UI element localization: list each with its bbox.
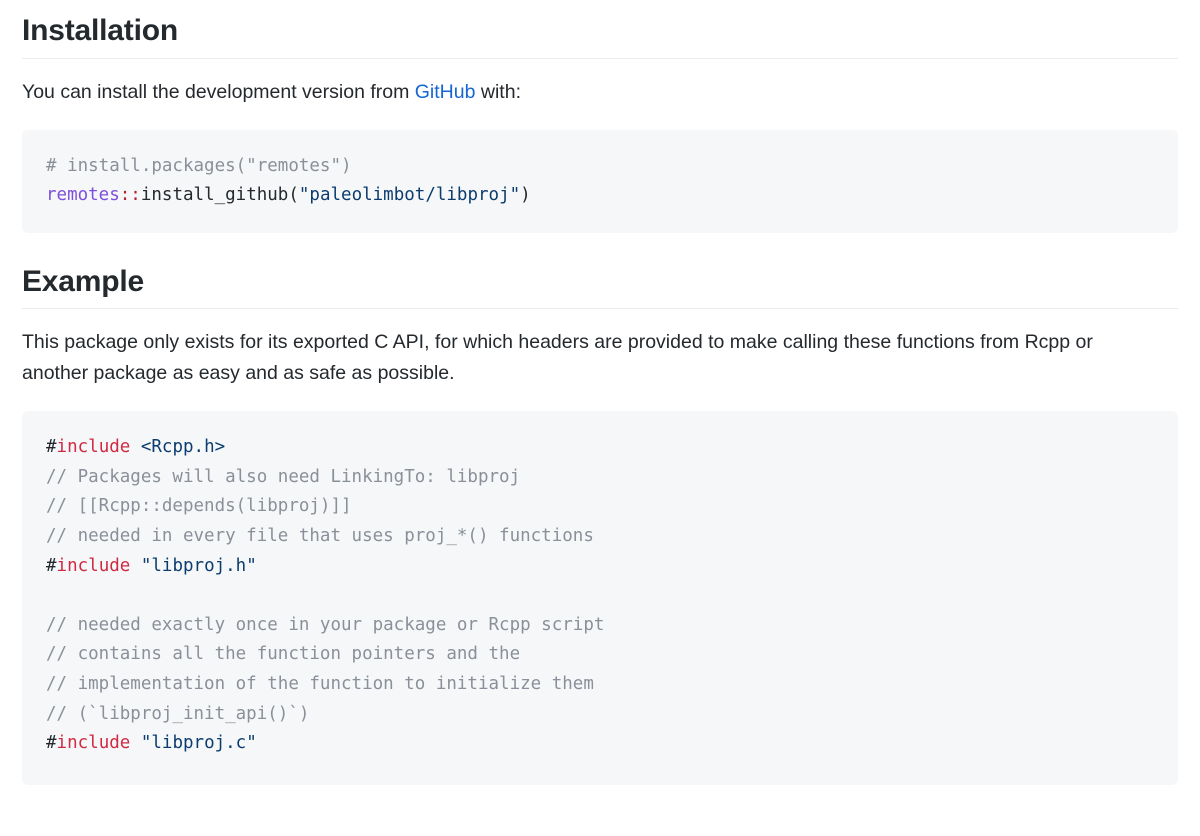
code-token-inc: "libproj.h"	[140, 555, 257, 576]
paragraph-installation-text-before: You can install the development version …	[22, 80, 415, 103]
code-line: // implementation of the function to ini…	[46, 670, 1154, 700]
code-token-comment: # install.packages("remotes")	[46, 155, 352, 176]
code-token-plain	[130, 733, 141, 753]
code-line	[46, 581, 1154, 611]
code-token-plain: )	[520, 185, 531, 206]
paragraph-installation-text-after: with:	[475, 80, 521, 103]
code-token-pp: include	[56, 733, 131, 754]
code-line: // (`libproj_init_api()`)	[46, 700, 1154, 730]
code-line: #include <Rcpp.h>	[46, 433, 1154, 463]
code-token-pp-hash: #	[46, 437, 57, 458]
paragraph-installation: You can install the development version …	[22, 59, 1142, 108]
code-token-inc: <Rcpp.h>	[140, 437, 226, 458]
heading-installation: Installation	[22, 14, 178, 47]
code-line: // needed in every file that uses proj_*…	[46, 522, 1154, 552]
code-line: // contains all the function pointers an…	[46, 640, 1154, 670]
code-line: # install.packages("remotes")	[46, 152, 1154, 182]
paragraph-example: This package only exists for its exporte…	[22, 331, 1093, 385]
code-line: // needed exactly once in your package o…	[46, 611, 1154, 641]
code-token-pp: include	[56, 555, 131, 576]
github-link[interactable]: GitHub	[414, 80, 476, 103]
code-install: # install.packages("remotes") remotes::i…	[46, 152, 1154, 211]
code-token-fn: install_github(	[140, 185, 299, 206]
code-line: #include "libproj.h"	[46, 552, 1154, 582]
code-line: remotes::install_github("paleolimbot/lib…	[46, 181, 1154, 211]
code-token-pp: include	[56, 437, 131, 458]
code-token-pkg: remotes	[46, 185, 120, 206]
code-token-comment: // [[Rcpp::depends(libproj)]]	[46, 496, 352, 517]
code-usage: #include <Rcpp.h> // Packages will also …	[46, 433, 1154, 759]
code-token-inc: "libproj.c"	[140, 733, 257, 754]
code-token-pp-hash: #	[46, 555, 57, 576]
code-line: // Packages will also need LinkingTo: li…	[46, 463, 1154, 493]
code-block-install[interactable]: # install.packages("remotes") remotes::i…	[22, 129, 1178, 233]
code-token-comment: // contains all the function pointers an…	[46, 644, 521, 665]
readme-page: Installation You can install the develop…	[22, 0, 1178, 785]
code-token-plain	[130, 437, 141, 457]
code-line: #include "libproj.c"	[46, 729, 1154, 759]
code-token-str: "paleolimbot/libproj"	[298, 185, 521, 206]
section-header-example: Example	[22, 263, 1178, 310]
heading-example: Example	[22, 264, 144, 298]
section-header-installation: Installation	[22, 0, 1178, 59]
code-token-comment: // (`libproj_init_api()`)	[46, 703, 310, 724]
code-block-usage[interactable]: #include <Rcpp.h> // Packages will also …	[22, 411, 1178, 785]
code-token-plain	[130, 556, 141, 576]
code-token-ns: ::	[119, 185, 141, 206]
code-token-comment: // implementation of the function to ini…	[46, 673, 594, 694]
code-token-comment: // needed exactly once in your package o…	[46, 614, 605, 635]
code-token-comment: // Packages will also need LinkingTo: li…	[46, 466, 521, 487]
readme-content: Installation You can install the develop…	[22, 0, 1178, 785]
code-line: // [[Rcpp::depends(libproj)]]	[46, 492, 1154, 522]
code-token-comment: // needed in every file that uses proj_*…	[46, 525, 594, 546]
code-token-pp-hash: #	[46, 733, 57, 754]
